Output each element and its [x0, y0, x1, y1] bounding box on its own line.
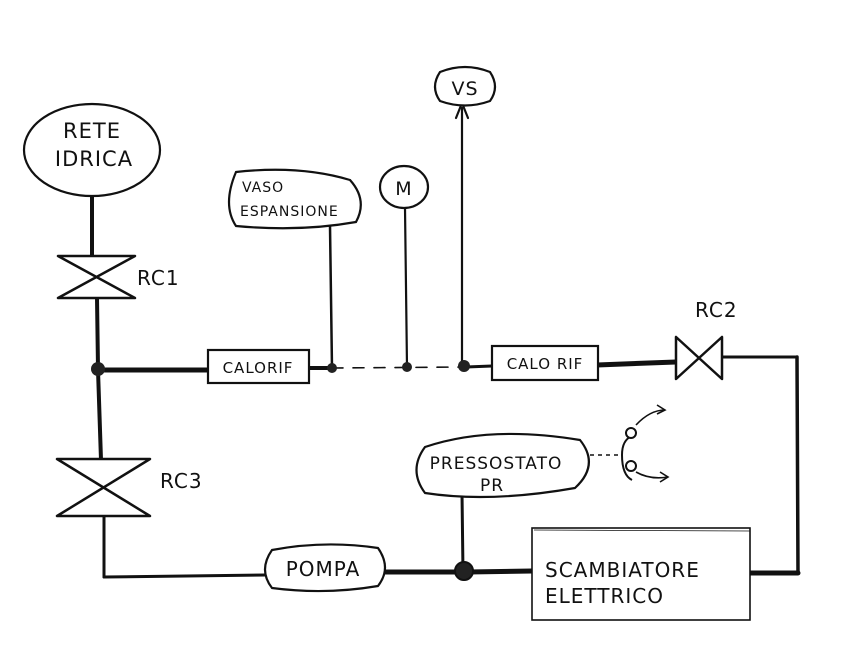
vaso-espansione-shape	[227, 168, 362, 230]
calorif-left-label: CALORIF	[223, 359, 294, 377]
valve-rc3-symbol	[55, 457, 152, 518]
rete-idrica-label-1: RETE	[63, 119, 121, 143]
contact-bracket	[620, 435, 633, 481]
pipe-rc1-junction	[95, 296, 100, 370]
pipe-node-scambiatore	[465, 568, 535, 575]
scambiatore-label-2: ELETTRICO	[545, 584, 664, 608]
vaso-node	[327, 363, 337, 373]
pompa-shape	[263, 543, 387, 593]
calorif-right: CALO RIF	[490, 344, 600, 382]
calorif-left-box	[206, 348, 311, 385]
contact-arrowhead-bottom-icon	[659, 471, 670, 483]
pressostato-shape	[415, 432, 590, 499]
vs-shape	[433, 65, 497, 107]
contact-terminal-top	[625, 427, 637, 439]
rete-idrica-shape	[22, 102, 162, 198]
pipe-junction-rc3	[96, 368, 103, 462]
scambiatore-elettrico: SCAMBIATORE ELETTRICO	[531, 527, 751, 621]
scambiatore-box	[531, 527, 751, 621]
valve-rc2-symbol	[674, 335, 724, 381]
vs-label: VS	[451, 78, 478, 100]
rete-idrica-label-2: IDRICA	[55, 147, 133, 171]
manometro: M	[378, 164, 430, 210]
calorif-right-box	[490, 344, 600, 382]
contact-terminal-bottom	[625, 460, 637, 472]
contact-arrow-top	[635, 409, 666, 426]
rc1-label: RC1	[137, 266, 180, 290]
vs-node	[458, 360, 470, 372]
valve-rc2: RC2	[674, 298, 738, 381]
pipe-dashed	[331, 366, 467, 369]
pipe-right-riser	[795, 355, 800, 575]
valve-rc1: RC1	[56, 254, 180, 300]
junction-node	[91, 362, 105, 376]
rc3-label: RC3	[160, 469, 203, 493]
vaso-espansione: VASO ESPANSIONE	[227, 168, 362, 230]
pipe-rc2-calorif	[594, 359, 679, 368]
calorif-right-label: CALO RIF	[507, 355, 584, 373]
pompa-label: POMPA	[286, 557, 361, 581]
pressostato-label-1: PRESSOSTATO	[430, 454, 563, 474]
scambiatore-box-sketch	[533, 529, 751, 532]
calorif-left: CALORIF	[206, 348, 311, 385]
pressostato-label-2: PR	[480, 476, 504, 496]
pipe-manometro	[403, 206, 409, 369]
scambiatore-label-1: SCAMBIATORE	[545, 558, 700, 582]
vaso-label-2: ESPANSIONE	[240, 204, 339, 220]
contact-arrowhead-top-icon	[656, 404, 667, 415]
valve-rc1-symbol	[56, 254, 137, 300]
vs-valve: VS	[433, 65, 497, 107]
manometro-node	[402, 362, 412, 372]
manometro-label: M	[395, 178, 412, 200]
pipe-pressostato	[460, 491, 465, 574]
contact-arrow-bottom	[635, 471, 669, 479]
pipes	[90, 101, 801, 579]
vaso-label-1: VASO	[242, 180, 284, 196]
manometro-shape	[378, 164, 430, 210]
nodes	[91, 360, 474, 581]
valve-rc3: RC3	[55, 457, 203, 518]
pressostato-node	[454, 561, 474, 581]
pressostato: PRESSOSTATO PR	[415, 432, 590, 499]
pipe-vaso	[328, 224, 334, 370]
pompa: POMPA	[263, 543, 387, 593]
pipe-vs-calorif	[464, 364, 494, 369]
contact-switch-icon	[590, 404, 670, 483]
rc2-label: RC2	[695, 298, 738, 322]
pipe-bottom-left	[102, 573, 268, 579]
rete-idrica: RETE IDRICA	[22, 102, 162, 198]
